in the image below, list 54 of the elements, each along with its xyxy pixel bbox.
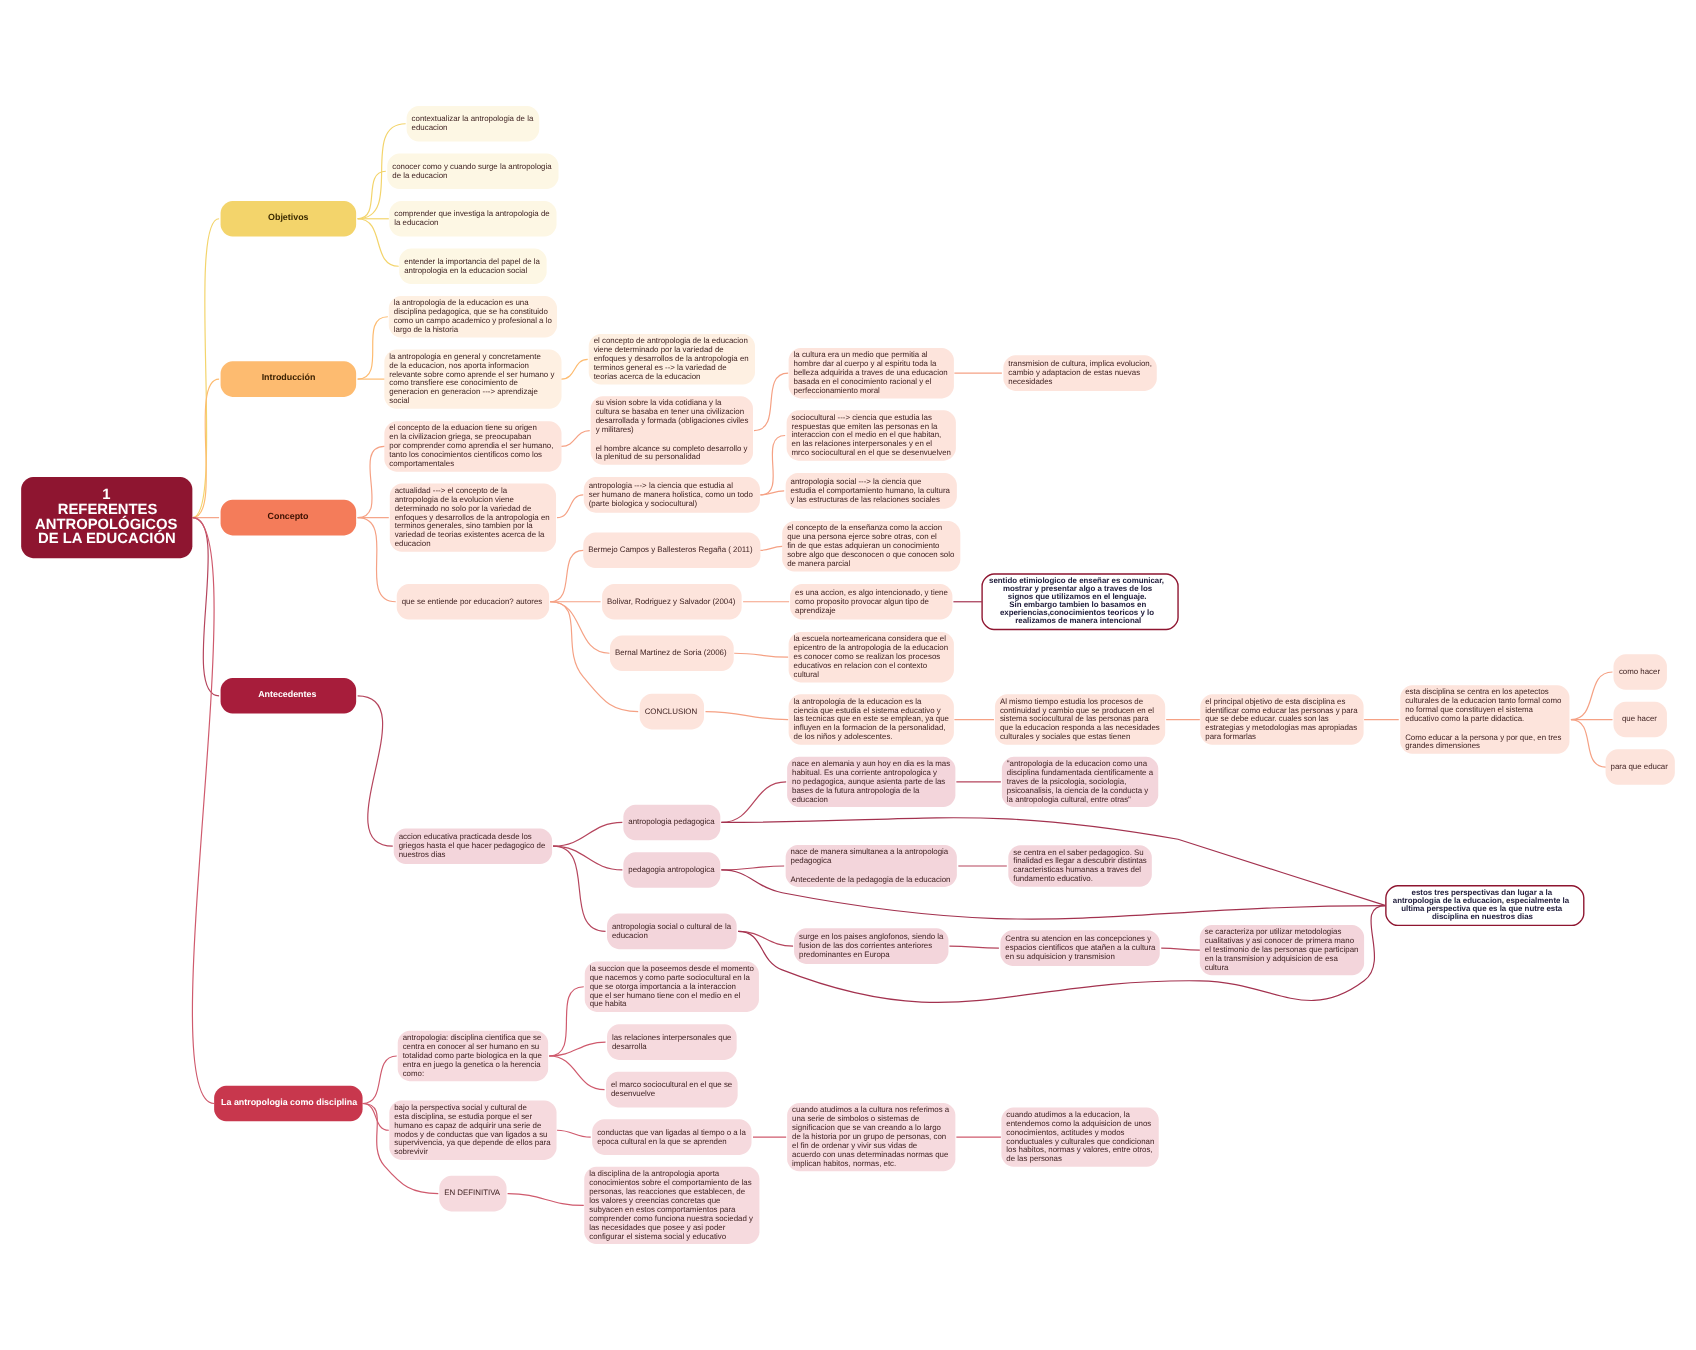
connector [953,372,1003,374]
connector [759,434,786,496]
connector [560,429,591,447]
connector [1570,718,1607,768]
connector [759,545,783,551]
connector [357,695,394,847]
connector [556,494,584,519]
connector [1363,718,1400,721]
connector [357,378,385,380]
connector [549,601,611,654]
connector [357,218,390,220]
connector [1570,718,1614,721]
connector [362,1055,398,1105]
connector [556,1129,592,1138]
connector [548,1055,606,1091]
connector [506,1192,585,1207]
connector [549,601,602,603]
connector [720,781,787,824]
connector [1165,718,1201,721]
connector [549,601,639,713]
connector [191,517,220,519]
connector [948,945,1000,949]
connector [191,517,220,697]
connector [357,170,387,220]
connector [704,711,789,721]
connector [955,1136,1002,1138]
connector [742,601,790,603]
connector [552,845,607,932]
connector [1570,671,1614,721]
connector [191,517,215,1105]
connector [362,1102,439,1195]
connector [357,218,400,267]
connector [733,652,789,658]
connector [357,123,407,220]
connector [357,316,389,380]
connector [737,905,1387,1003]
connector [552,821,623,847]
connector [362,1102,390,1131]
connector [549,549,584,603]
connector [952,601,983,603]
connector [720,869,1387,920]
connector [357,517,390,519]
connector [720,817,1387,907]
connector [191,218,220,519]
connector [759,490,785,496]
connector [955,781,1002,783]
connector [752,1136,787,1138]
connector [753,372,789,432]
connector [560,358,589,380]
connector [191,378,220,519]
connector [357,517,397,603]
connector [953,718,995,721]
connector [1160,947,1201,951]
connector [548,1041,607,1057]
